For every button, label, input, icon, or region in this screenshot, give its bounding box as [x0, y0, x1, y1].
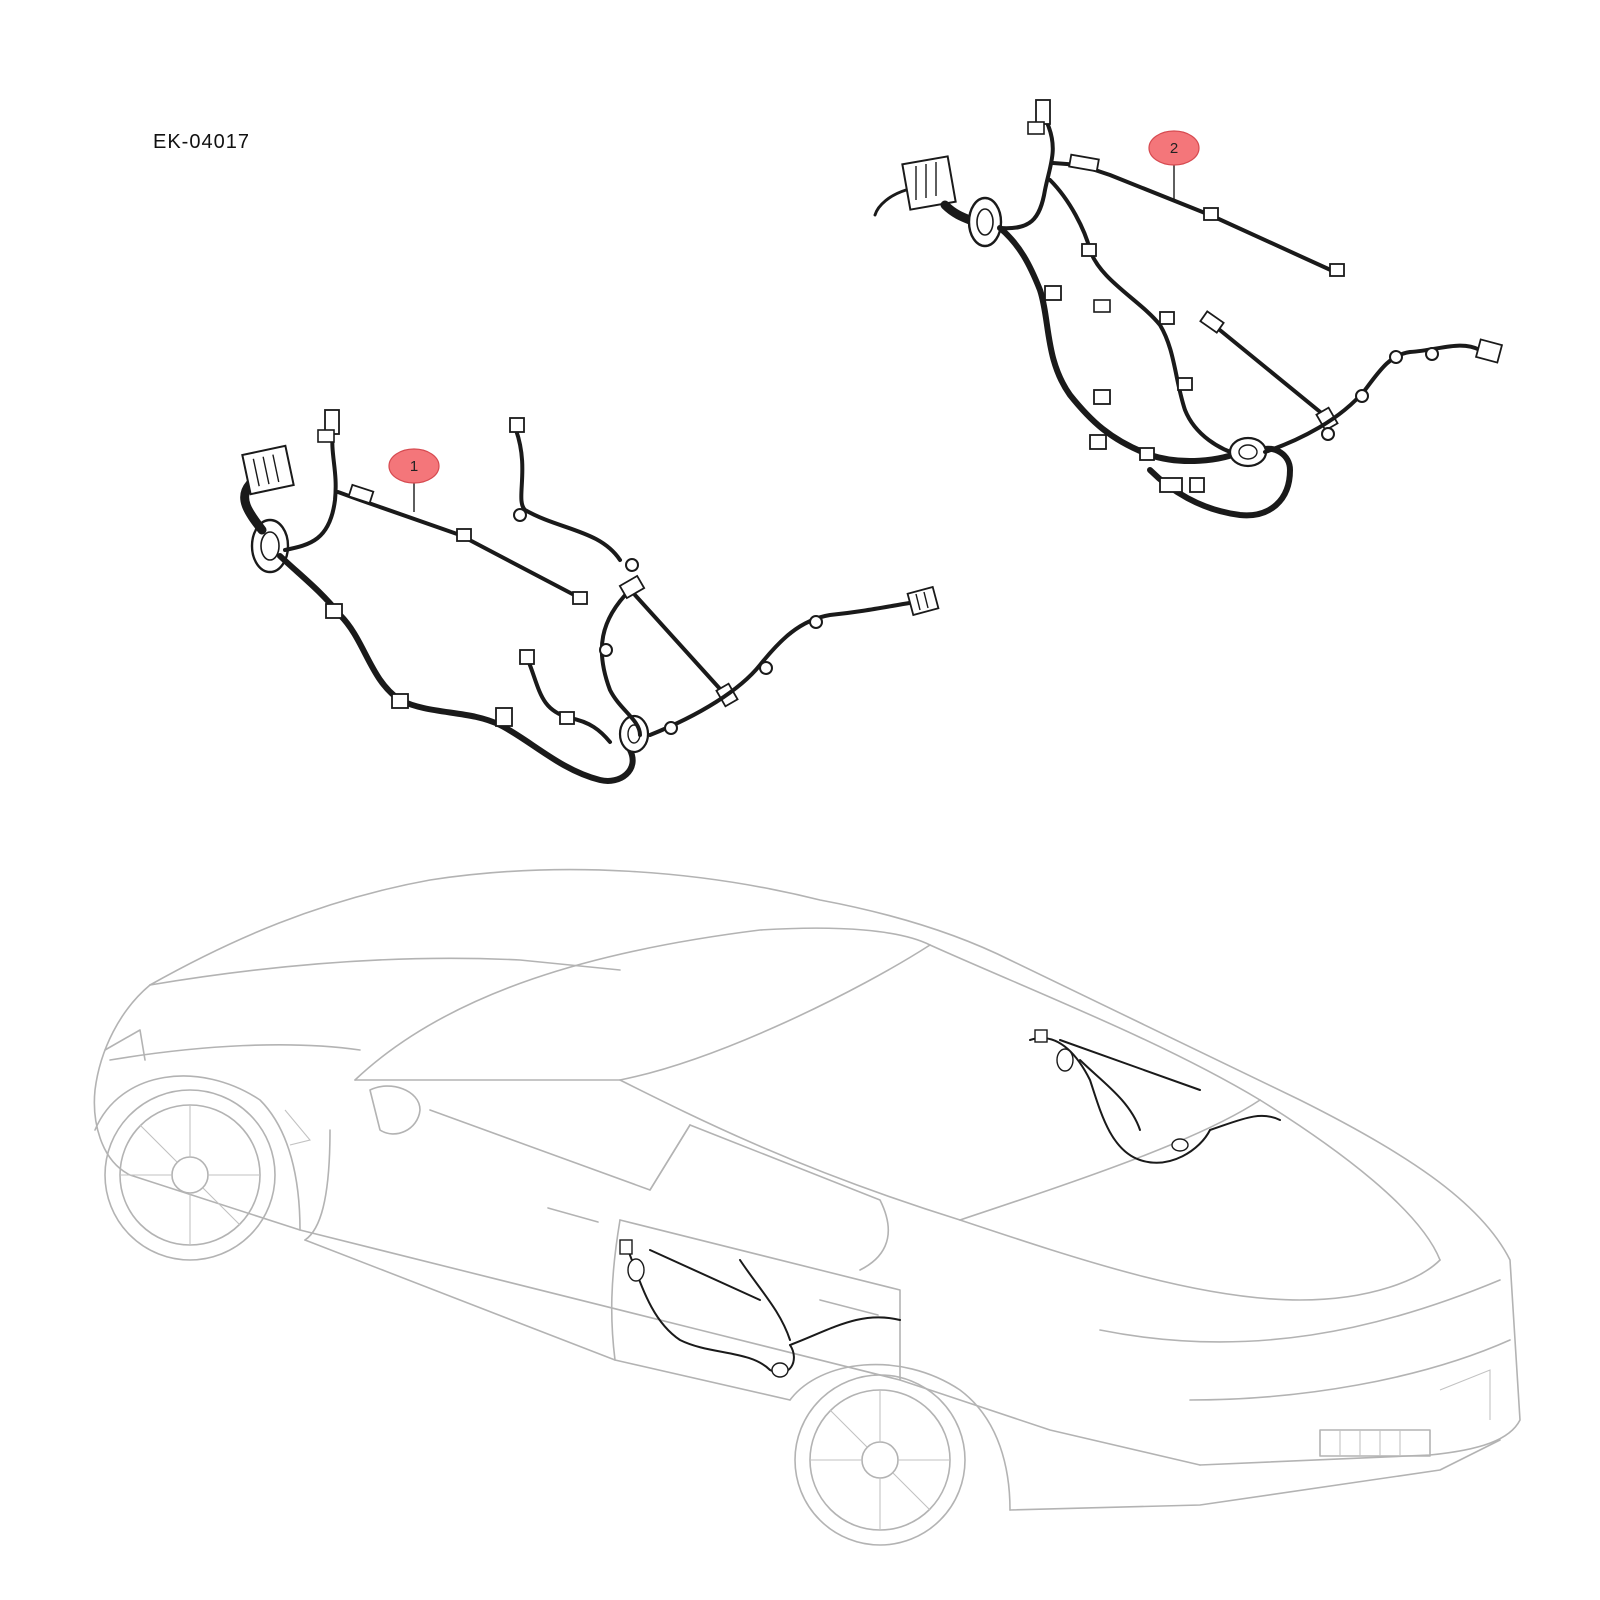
- diagram-reference-code: EK-04017: [153, 131, 250, 153]
- callout-1: 1: [388, 448, 440, 512]
- harness-1-installed: [619, 1239, 901, 1378]
- callout-1-number: 1: [410, 458, 418, 475]
- harness-2-drawing: [873, 99, 1504, 519]
- harness-1-drawing: [240, 409, 940, 784]
- harness-2-installed: [1029, 1029, 1281, 1164]
- vehicle-outline: [93, 868, 1521, 1546]
- callout-2: 2: [1148, 130, 1200, 200]
- callout-2-number: 2: [1170, 140, 1178, 157]
